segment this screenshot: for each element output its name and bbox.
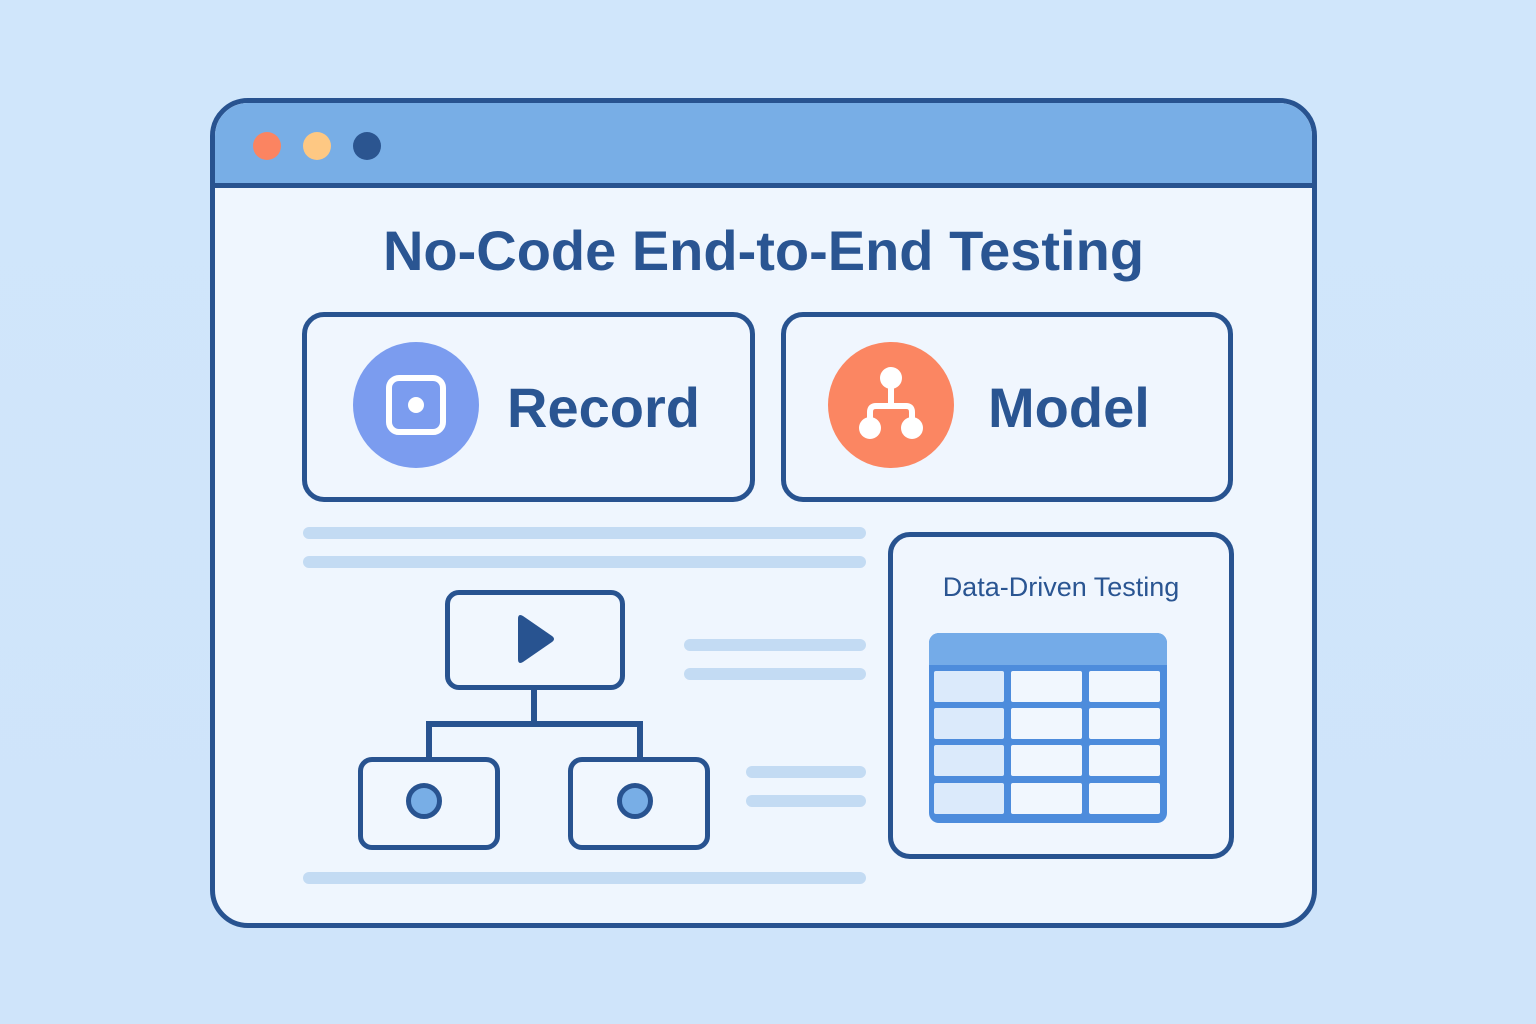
table-cell	[1089, 708, 1160, 739]
hierarchy-icon	[859, 367, 923, 439]
table-cell	[1011, 745, 1082, 776]
play-icon	[518, 615, 554, 663]
placeholder-line	[746, 766, 866, 778]
record-label: Record	[507, 376, 700, 439]
placeholder-line	[746, 795, 866, 807]
flow-root-node[interactable]	[445, 590, 625, 690]
record-icon	[386, 375, 446, 435]
circle-dot-icon	[406, 783, 442, 819]
table-cell	[934, 671, 1004, 702]
record-icon-badge	[353, 342, 479, 468]
maximize-window-button[interactable]	[353, 132, 381, 160]
flow-connector	[531, 690, 537, 726]
data-driven-testing-card[interactable]: Data-Driven Testing	[888, 532, 1234, 859]
flow-child-node[interactable]	[358, 757, 500, 850]
table-cell	[1011, 671, 1082, 702]
table-header	[929, 633, 1167, 665]
table-cell	[1089, 783, 1160, 814]
record-card[interactable]: Record	[302, 312, 755, 502]
table-cell	[934, 783, 1004, 814]
flow-connector	[637, 721, 643, 757]
table-cell	[1089, 745, 1160, 776]
model-card[interactable]: Model	[781, 312, 1233, 502]
app-window: No-Code End-to-End Testing Record	[210, 98, 1317, 928]
table-cell	[1011, 708, 1082, 739]
data-table-icon	[929, 633, 1167, 823]
flow-child-node[interactable]	[568, 757, 710, 850]
table-cell	[1089, 671, 1160, 702]
window-titlebar	[215, 103, 1312, 188]
page-title: No-Code End-to-End Testing	[382, 219, 1145, 282]
placeholder-line	[303, 872, 866, 884]
flow-connector	[426, 721, 432, 757]
table-cell	[934, 708, 1004, 739]
minimize-window-button[interactable]	[303, 132, 331, 160]
circle-dot-icon	[617, 783, 653, 819]
close-window-button[interactable]	[253, 132, 281, 160]
model-label: Model	[988, 376, 1150, 439]
placeholder-line	[684, 668, 866, 680]
data-driven-testing-title: Data-Driven Testing	[942, 572, 1180, 602]
model-icon-badge	[828, 342, 954, 468]
placeholder-line	[303, 556, 866, 568]
flow-connector	[426, 721, 643, 727]
placeholder-line	[684, 639, 866, 651]
table-cell	[934, 745, 1004, 776]
placeholder-line	[303, 527, 866, 539]
table-cell	[1011, 783, 1082, 814]
